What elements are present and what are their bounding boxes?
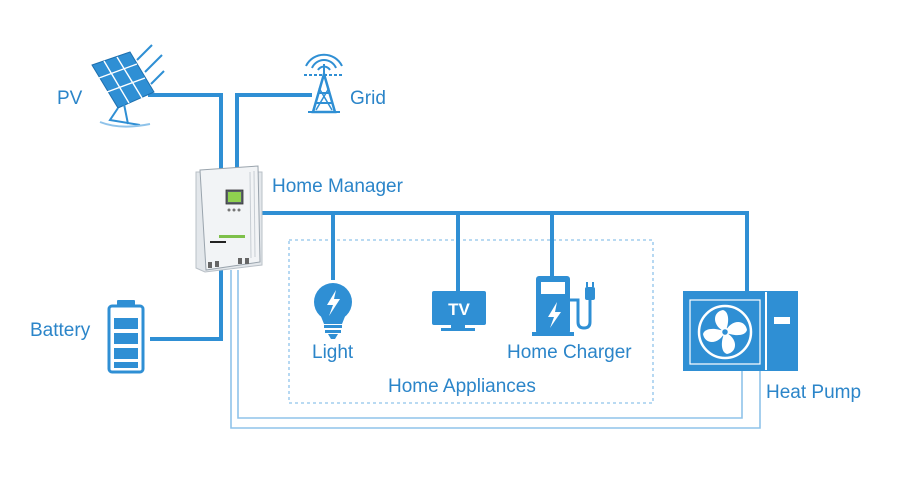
- solar-panel-icon: [91, 44, 165, 128]
- grid-label: Grid: [350, 88, 386, 109]
- return-line-outer: [230, 270, 761, 429]
- grid-tower-icon: [304, 53, 344, 114]
- heat-pump-icon: [683, 291, 798, 371]
- light-label: Light: [312, 342, 354, 363]
- tv-icon-text: TV: [448, 300, 470, 319]
- light-bulb-icon: [314, 283, 352, 339]
- heat-pump-label: Heat Pump: [766, 382, 861, 403]
- grid-wire: [235, 93, 312, 172]
- home-charger-label: Home Charger: [507, 342, 632, 363]
- ev-charger-icon: [532, 276, 595, 336]
- main-bus-wire: [262, 211, 749, 292]
- tv-icon: TV: [432, 291, 486, 331]
- home-appliances-area: [288, 239, 654, 404]
- pv-wire: [148, 93, 223, 172]
- battery-wire: [150, 270, 223, 341]
- battery-label: Battery: [30, 320, 91, 341]
- return-line-inner: [237, 270, 743, 419]
- pv-label: PV: [57, 88, 83, 109]
- home-manager-label: Home Manager: [272, 176, 404, 197]
- battery-icon: [107, 300, 145, 374]
- return-lines: [230, 270, 761, 429]
- home-appliances-label: Home Appliances: [388, 376, 536, 397]
- wires: [148, 93, 749, 341]
- inverter-icon: [195, 165, 263, 273]
